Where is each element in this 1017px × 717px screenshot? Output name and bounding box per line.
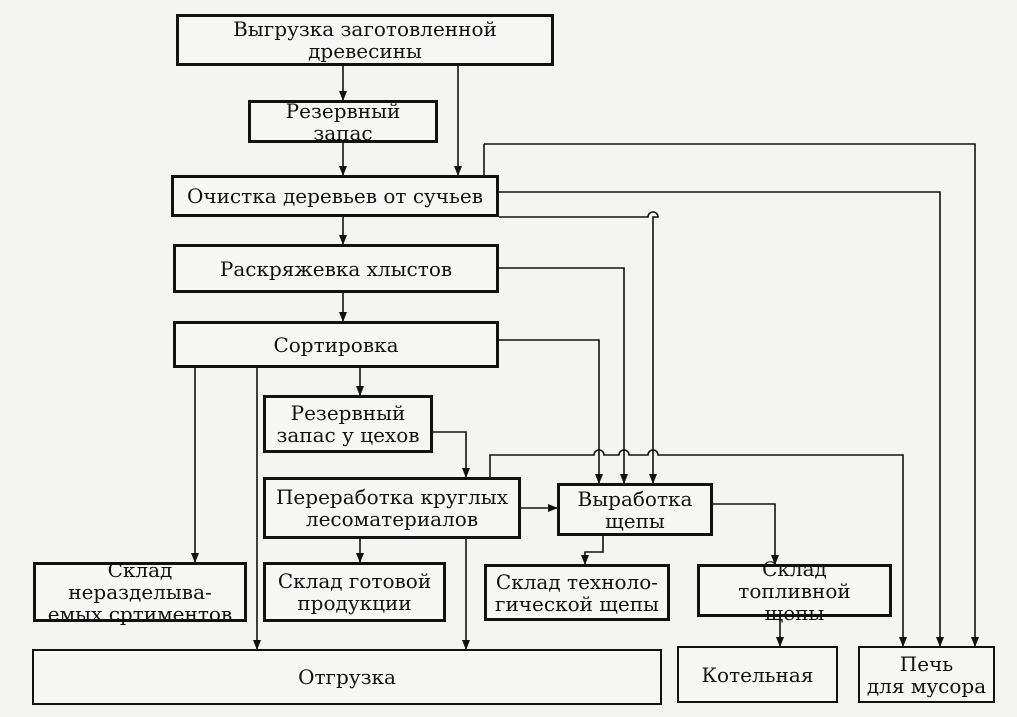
box-boiler: Котельная <box>677 646 838 703</box>
label-warehouse-fuel: Склад топливной щепы <box>738 556 851 625</box>
arrow-bucking-chips <box>499 267 628 484</box>
arrow-loop-furnace <box>484 143 979 647</box>
label-sorting: Сортировка <box>273 332 399 357</box>
box-shipping: Отгрузка <box>32 649 662 705</box>
box-reserve-shops: Резервный запас у цехов <box>263 395 433 453</box>
arrow-chips-warehouse-fuel <box>713 503 779 565</box>
box-furnace: Печь для мусора <box>858 646 995 703</box>
arrow-delimbing-furnace <box>499 191 944 647</box>
box-unloading: Выгрузка заготовленной древесины <box>176 14 554 66</box>
box-sorting: Сортировка <box>173 321 499 368</box>
box-delimbing: Очистка деревьев от сучьев <box>171 175 499 217</box>
label-chips: Выработка щепы <box>577 486 693 533</box>
box-bucking: Раскряжевка хлыстов <box>173 244 499 293</box>
box-warehouse-tech: Склад техноло- гической щепы <box>484 564 670 621</box>
arrow-sorting-chips <box>499 339 603 484</box>
label-processing: Переработка круглых лесоматериалов <box>275 485 509 531</box>
label-warehouse-tech: Склад техноло- гической щепы <box>495 569 659 616</box>
label-bucking: Раскряжевка хлыстов <box>219 256 453 281</box>
box-warehouse-finished: Склад готовой продукции <box>263 562 446 622</box>
arrow-chips-warehouse-tech <box>581 536 604 565</box>
box-processing: Переработка круглых лесоматериалов <box>263 477 521 539</box>
arrow-delimbing-chips <box>499 211 659 484</box>
box-reserve: Резервный запас <box>248 98 438 145</box>
label-reserve: Резервный запас <box>285 98 401 145</box>
label-warehouse-finished: Склад готовой продукции <box>277 569 432 615</box>
arrow-reserve-shops-processing <box>433 431 470 478</box>
label-delimbing: Очистка деревьев от сучьев <box>186 184 484 208</box>
label-furnace: Печь для мусора <box>866 652 987 698</box>
label-shipping: Отгрузка <box>298 665 396 689</box>
label-warehouse-nondiv: Склад неразделыва- емых сртиментов <box>47 558 233 626</box>
box-warehouse-fuel: Склад топливной щепы <box>697 558 892 624</box>
label-reserve-shops: Резервный запас у цехов <box>276 401 420 447</box>
box-chips: Выработка щепы <box>557 483 713 536</box>
box-warehouse-nondiv: Склад неразделыва- емых сртиментов <box>33 558 247 626</box>
label-unloading: Выгрузка заготовленной древесины <box>233 17 497 63</box>
label-boiler: Котельная <box>701 662 814 687</box>
